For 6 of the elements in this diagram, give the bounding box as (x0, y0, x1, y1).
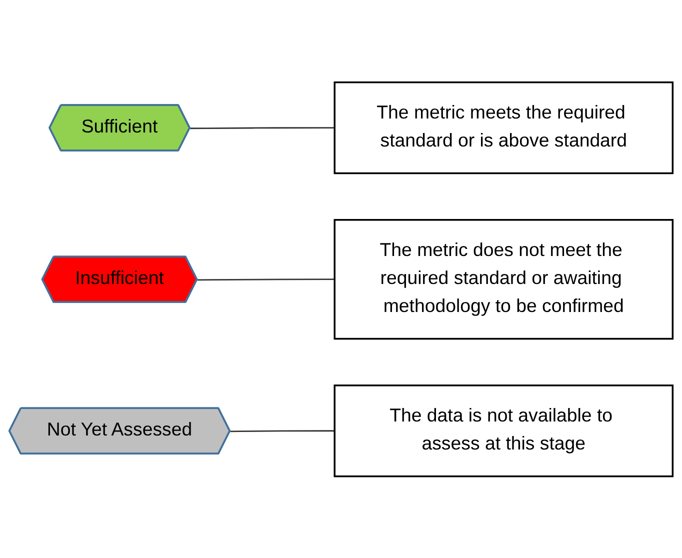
node-box: The metric does not meet the required standard or awaiting methodology to be confirmed (334, 218, 674, 340)
connector (230, 430, 335, 432)
connector (190, 126, 335, 129)
node-box: The data is not available to assess at this stage (334, 384, 674, 477)
connector (197, 278, 335, 280)
node-box: The metric meets the required standard or is above standard (334, 81, 674, 174)
